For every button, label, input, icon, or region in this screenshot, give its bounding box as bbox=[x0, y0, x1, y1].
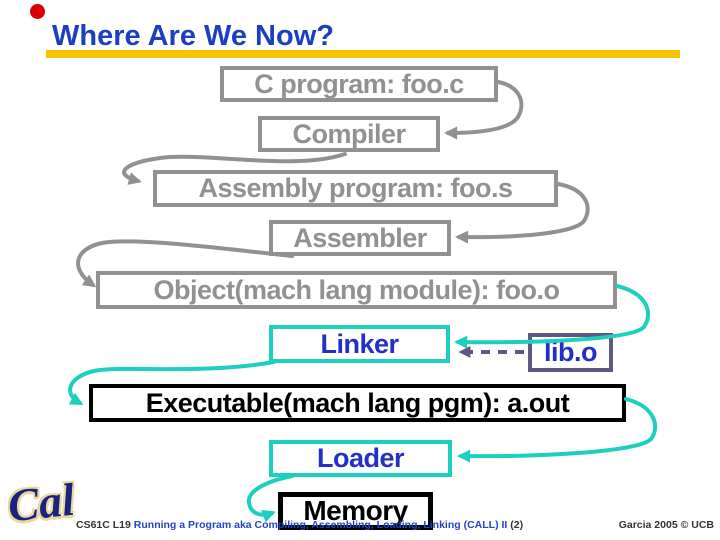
footer-lecture-title: Running a Program aka Compiling, Assembl… bbox=[133, 519, 508, 531]
slide-title: Where Are We Now? bbox=[52, 20, 334, 52]
node-assembly-program: Assembly program: foo.s bbox=[153, 170, 558, 207]
cal-logo: Cal bbox=[5, 473, 77, 532]
node-assembler: Assembler bbox=[269, 220, 451, 256]
node-lib-o: lib.o bbox=[528, 333, 613, 372]
node-loader: Loader bbox=[269, 440, 452, 477]
node-executable: Executable(mach lang pgm): a.out bbox=[89, 384, 626, 422]
footer-course: CS61C L19 bbox=[76, 519, 131, 531]
node-object-module: Object(mach lang module): foo.o bbox=[96, 271, 617, 309]
node-c-program: C program: foo.c bbox=[220, 66, 498, 102]
red-dot-icon bbox=[30, 4, 45, 19]
footer-page-number: (2) bbox=[510, 519, 524, 531]
node-linker: Linker bbox=[269, 325, 450, 363]
title-underline bbox=[46, 50, 680, 58]
footer-credit: Garcia 2005 © UCB bbox=[618, 519, 714, 531]
node-compiler: Compiler bbox=[258, 116, 440, 152]
footer-left-text: CS61C L19 Running a Program aka Compilin… bbox=[76, 519, 523, 531]
node-memory: Memory bbox=[278, 492, 433, 530]
